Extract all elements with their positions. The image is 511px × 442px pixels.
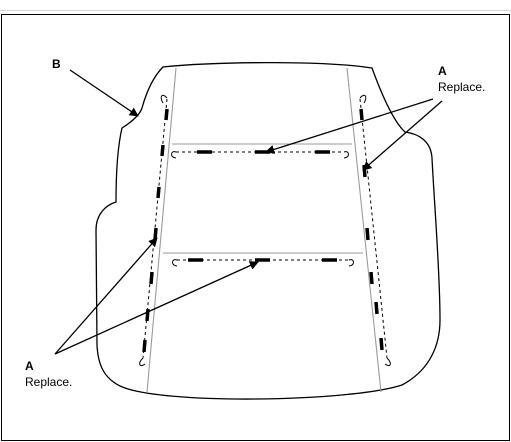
arrow-a-top-2 <box>362 100 443 171</box>
arrow-a-bottom-1 <box>54 237 158 355</box>
arrow-a-top-1 <box>265 98 434 154</box>
seat-cushion-outline <box>95 61 441 400</box>
arrow-a-bottom-2 <box>54 261 259 355</box>
label-replace-top: Replace. <box>438 80 485 94</box>
label-a-bottom: A <box>25 359 34 373</box>
top-strip <box>0 0 511 11</box>
wire-hooks <box>139 94 391 367</box>
dashed-wires <box>142 98 388 359</box>
arrow-b <box>69 69 139 117</box>
diagram-border <box>1 14 510 441</box>
frame-wire <box>146 67 382 393</box>
label-b: B <box>52 57 61 71</box>
leader-arrows <box>54 69 443 355</box>
hog-ring-clips <box>142 108 384 353</box>
label-a-top: A <box>438 64 447 78</box>
label-replace-bottom: Replace. <box>25 375 72 389</box>
